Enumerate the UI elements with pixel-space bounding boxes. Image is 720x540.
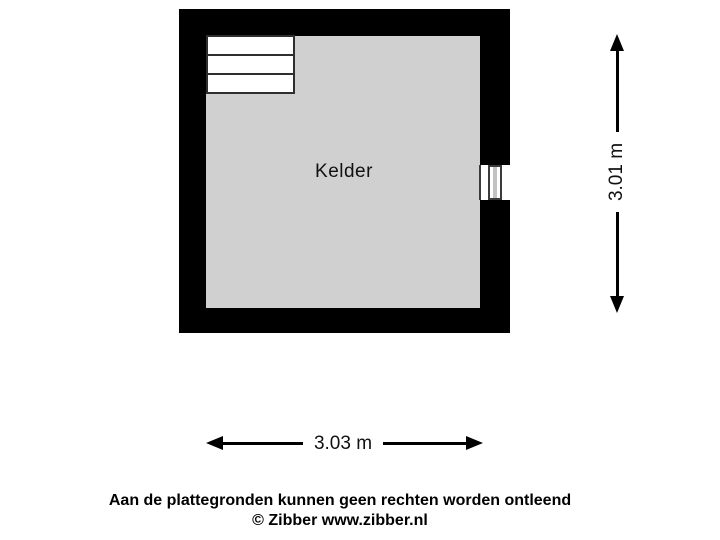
width-dimension-value: 3.03 m [313, 433, 373, 454]
room-label: Kelder [315, 161, 373, 182]
arrow-down-icon [610, 296, 624, 313]
stair-step [206, 54, 295, 75]
window-glass-pane [493, 167, 497, 198]
footer-disclaimer: Aan de plattegronden kunnen geen rechten… [108, 492, 572, 509]
footer-copyright: © Zibber www.zibber.nl [252, 512, 428, 529]
stair-step [206, 35, 295, 56]
height-dimension-label: 3.01 m [599, 132, 635, 212]
stairs [206, 35, 295, 94]
stair-step [206, 73, 295, 94]
width-dimension-label: 3.03 m [303, 430, 383, 458]
window-inner-edge-line [479, 165, 481, 200]
arrow-up-icon [610, 34, 624, 51]
height-dimension-value: 3.01 m [606, 142, 627, 202]
arrow-left-icon [206, 436, 223, 450]
footer: Aan de plattegronden kunnen geen rechten… [0, 491, 680, 531]
arrow-right-icon [466, 436, 483, 450]
window-icon [488, 165, 502, 200]
